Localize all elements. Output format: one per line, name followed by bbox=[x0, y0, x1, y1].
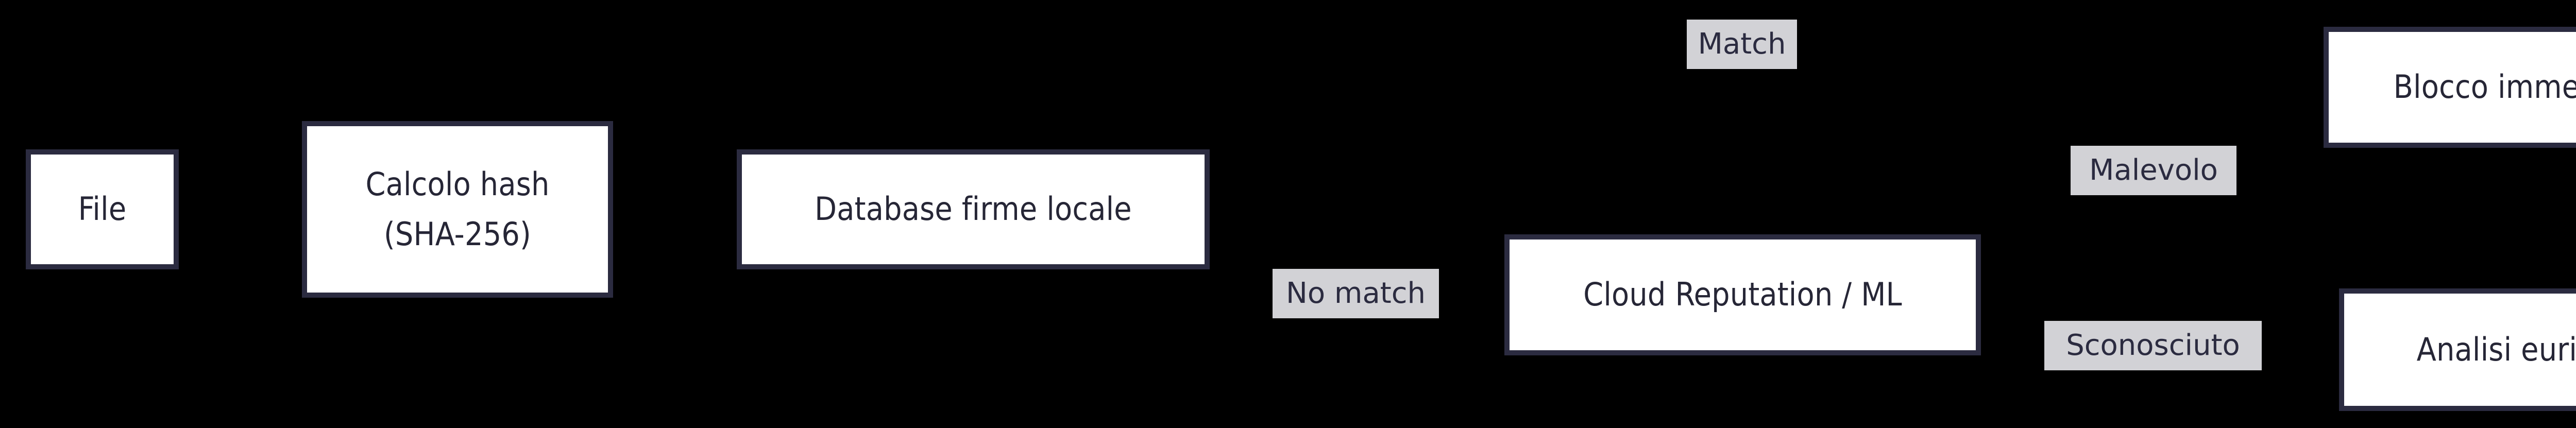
node-calcolo-hash[interactable]: Calcolo hash (SHA-256) bbox=[302, 121, 613, 298]
edge-label-malevolo: Malevolo bbox=[2071, 146, 2236, 195]
node-database-firme-locale[interactable]: Database firme locale bbox=[737, 149, 1210, 269]
edge-label-match: Match bbox=[1687, 20, 1797, 69]
node-analisi-euristica-label: Analisi euristica bbox=[2416, 330, 2576, 368]
node-file-label: File bbox=[78, 190, 127, 228]
node-file[interactable]: File bbox=[26, 149, 179, 269]
node-calcolo-hash-label: Calcolo hash (SHA-256) bbox=[365, 165, 550, 253]
node-analisi-euristica[interactable]: Analisi euristica bbox=[2339, 288, 2576, 411]
node-cloud-reputation-ml[interactable]: Cloud Reputation / ML bbox=[1504, 234, 1981, 355]
node-database-firme-locale-label: Database firme locale bbox=[815, 190, 1132, 228]
node-blocco-immediato-label: Blocco immediato bbox=[2393, 68, 2576, 106]
edge-label-sconosciuto: Sconosciuto bbox=[2044, 321, 2262, 370]
node-cloud-reputation-ml-label: Cloud Reputation / ML bbox=[1583, 276, 1902, 314]
node-blocco-immediato[interactable]: Blocco immediato bbox=[2324, 27, 2576, 148]
edge-label-no-match: No match bbox=[1273, 269, 1439, 318]
